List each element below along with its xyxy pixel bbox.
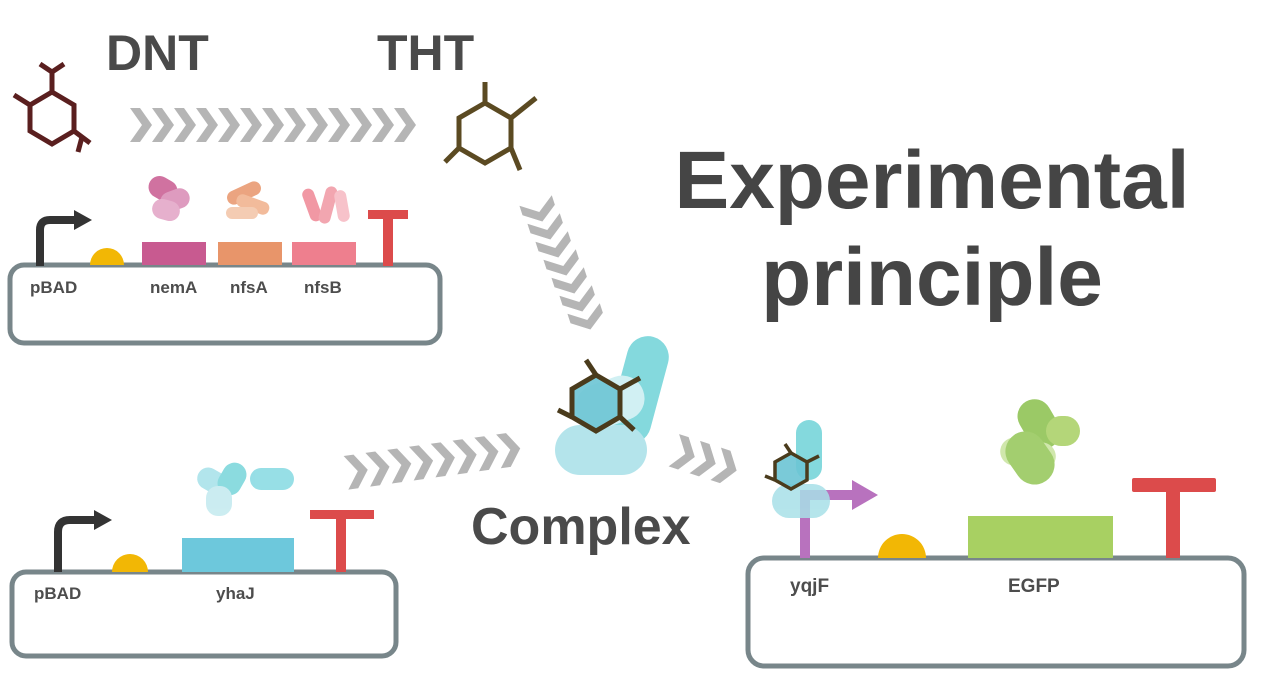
- plasmid-reporter: [745, 555, 1247, 669]
- dnt-molecule-icon: [12, 61, 92, 153]
- rbs-reporter-icon: [878, 534, 926, 558]
- egfp-protein-icon: [1000, 399, 1080, 485]
- promoter-label-yqjF: yqjF: [790, 576, 830, 597]
- rbs-icon: [90, 248, 124, 265]
- page-title: Experimental principle: [652, 136, 1212, 330]
- gene-label-nemA: nemA: [150, 278, 198, 297]
- arrow-complex-to-reporter-icon: [668, 434, 742, 487]
- gene-nemA: [142, 242, 206, 265]
- nfsB-protein-icon: [302, 186, 350, 224]
- nfsA-protein-icon: [226, 181, 270, 219]
- arrow-yhaJ-to-complex-icon: [343, 431, 523, 490]
- gene-nfsA: [218, 242, 282, 265]
- complex-protein-icon: [555, 336, 669, 475]
- title-line2: principle: [761, 232, 1103, 323]
- tht-molecule-icon: [443, 82, 538, 171]
- gene-EGFP: [968, 516, 1113, 558]
- rbs-bottom-icon: [112, 554, 148, 572]
- yqjF-promoter-icon: [800, 480, 878, 558]
- gene-label-nfsB: nfsB: [304, 278, 342, 297]
- terminator-icon: [368, 210, 408, 266]
- plasmid-top: [7, 262, 443, 346]
- terminator-reporter-icon: [1132, 478, 1216, 558]
- gene-label-EGFP: EGFP: [1008, 576, 1060, 597]
- gene-nfsB: [292, 242, 356, 265]
- dnt-label: DNT: [106, 25, 209, 81]
- gene-label-yhaJ: yhaJ: [216, 584, 255, 603]
- gene-label-nfsA: nfsA: [230, 278, 268, 297]
- complex-tht-icon: [556, 358, 642, 434]
- terminator-bottom-icon: [310, 510, 374, 572]
- yhaJ-protein-icon: [197, 462, 294, 516]
- arrow-dnt-to-tht-icon: [130, 108, 416, 142]
- nemA-protein-icon: [148, 176, 190, 222]
- tht-label: THT: [377, 25, 475, 81]
- complex-label: Complex: [471, 498, 691, 556]
- promoter-arrow-bottom-icon: [54, 510, 112, 572]
- title-line1: Experimental: [674, 135, 1190, 226]
- promoter-label-top: pBAD: [30, 278, 78, 297]
- promoter-arrow-icon: [36, 210, 92, 266]
- promoter-label-bottom: pBAD: [34, 584, 82, 603]
- arrow-tht-to-complex-icon: [519, 195, 607, 335]
- gene-yhaJ: [182, 538, 294, 572]
- reporter-tht-icon: [764, 443, 820, 492]
